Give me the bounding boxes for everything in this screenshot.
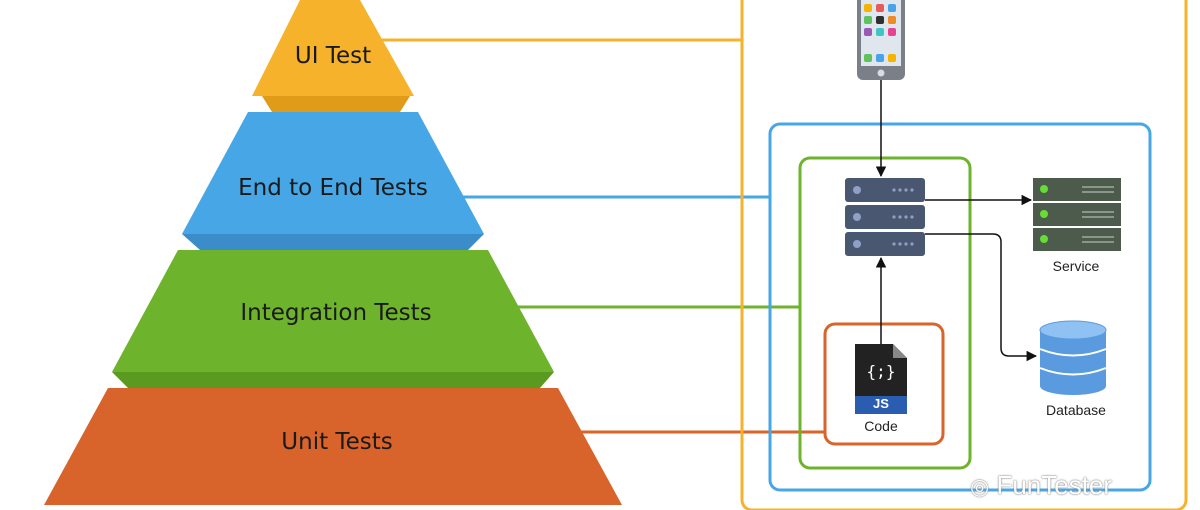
mobile-phone-icon [857, 0, 905, 80]
service-server-icon [1033, 178, 1121, 251]
pyramid-level-integration [112, 250, 554, 388]
code-label: Code [864, 418, 898, 434]
service-label: Service [1052, 258, 1100, 274]
watermark: ◎ FunTester [970, 470, 1112, 501]
server-stack-icon [845, 178, 925, 256]
e2e-scope-frame [768, 122, 1152, 492]
integration-tests-label: Integration Tests [240, 300, 432, 326]
watermark-text: FunTester [996, 470, 1113, 500]
database-label: Database [1046, 402, 1106, 418]
server-to-database-arrow [925, 233, 1038, 362]
js-file-icon [855, 344, 907, 414]
ui-test-label: UI Test [294, 43, 372, 69]
js-file-label: JS [873, 396, 889, 411]
pyramid-level-e2e [182, 112, 484, 250]
js-file-symbol: {;} [866, 362, 896, 381]
database-icon [1039, 320, 1107, 395]
integration-scope-frame [798, 156, 972, 470]
pyramid-level-unit [44, 388, 622, 505]
e2e-tests-label: End to End Tests [238, 175, 428, 201]
pyramid-level-ui [252, 0, 414, 112]
ui-scope-frame [740, 0, 1188, 510]
unit-tests-label: Unit Tests [281, 429, 393, 455]
chat-bubble-icon: ◎ [970, 474, 990, 499]
unit-scope-frame [823, 322, 945, 446]
